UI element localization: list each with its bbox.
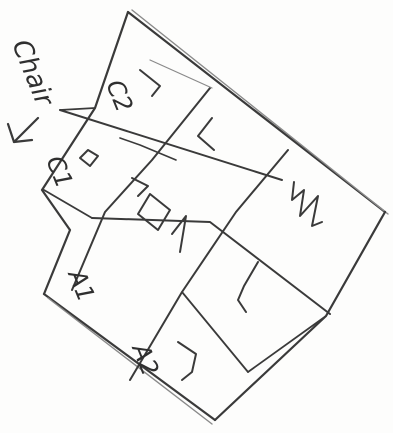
seat-label-a1: A1 (62, 264, 101, 306)
seat-label-c1: C1 (40, 152, 78, 192)
glyph-bottom-mid (178, 342, 196, 380)
glyph-c1-diamond (80, 150, 98, 166)
glyph-right-top (292, 182, 322, 226)
grid-lines (44, 60, 330, 380)
glyph-center-box (138, 194, 170, 230)
grid-outline (42, 10, 388, 424)
chair-label: Chair (6, 35, 60, 112)
chair-arrow-icon (8, 118, 38, 142)
glyph-top-right (198, 118, 214, 150)
seat-label-c2: C2 (100, 76, 138, 116)
cell-glyphs (80, 70, 322, 380)
glyph-right-mid (238, 262, 258, 312)
seat-label-a2: A2 (126, 338, 165, 380)
glyph-c2-box (140, 70, 160, 96)
